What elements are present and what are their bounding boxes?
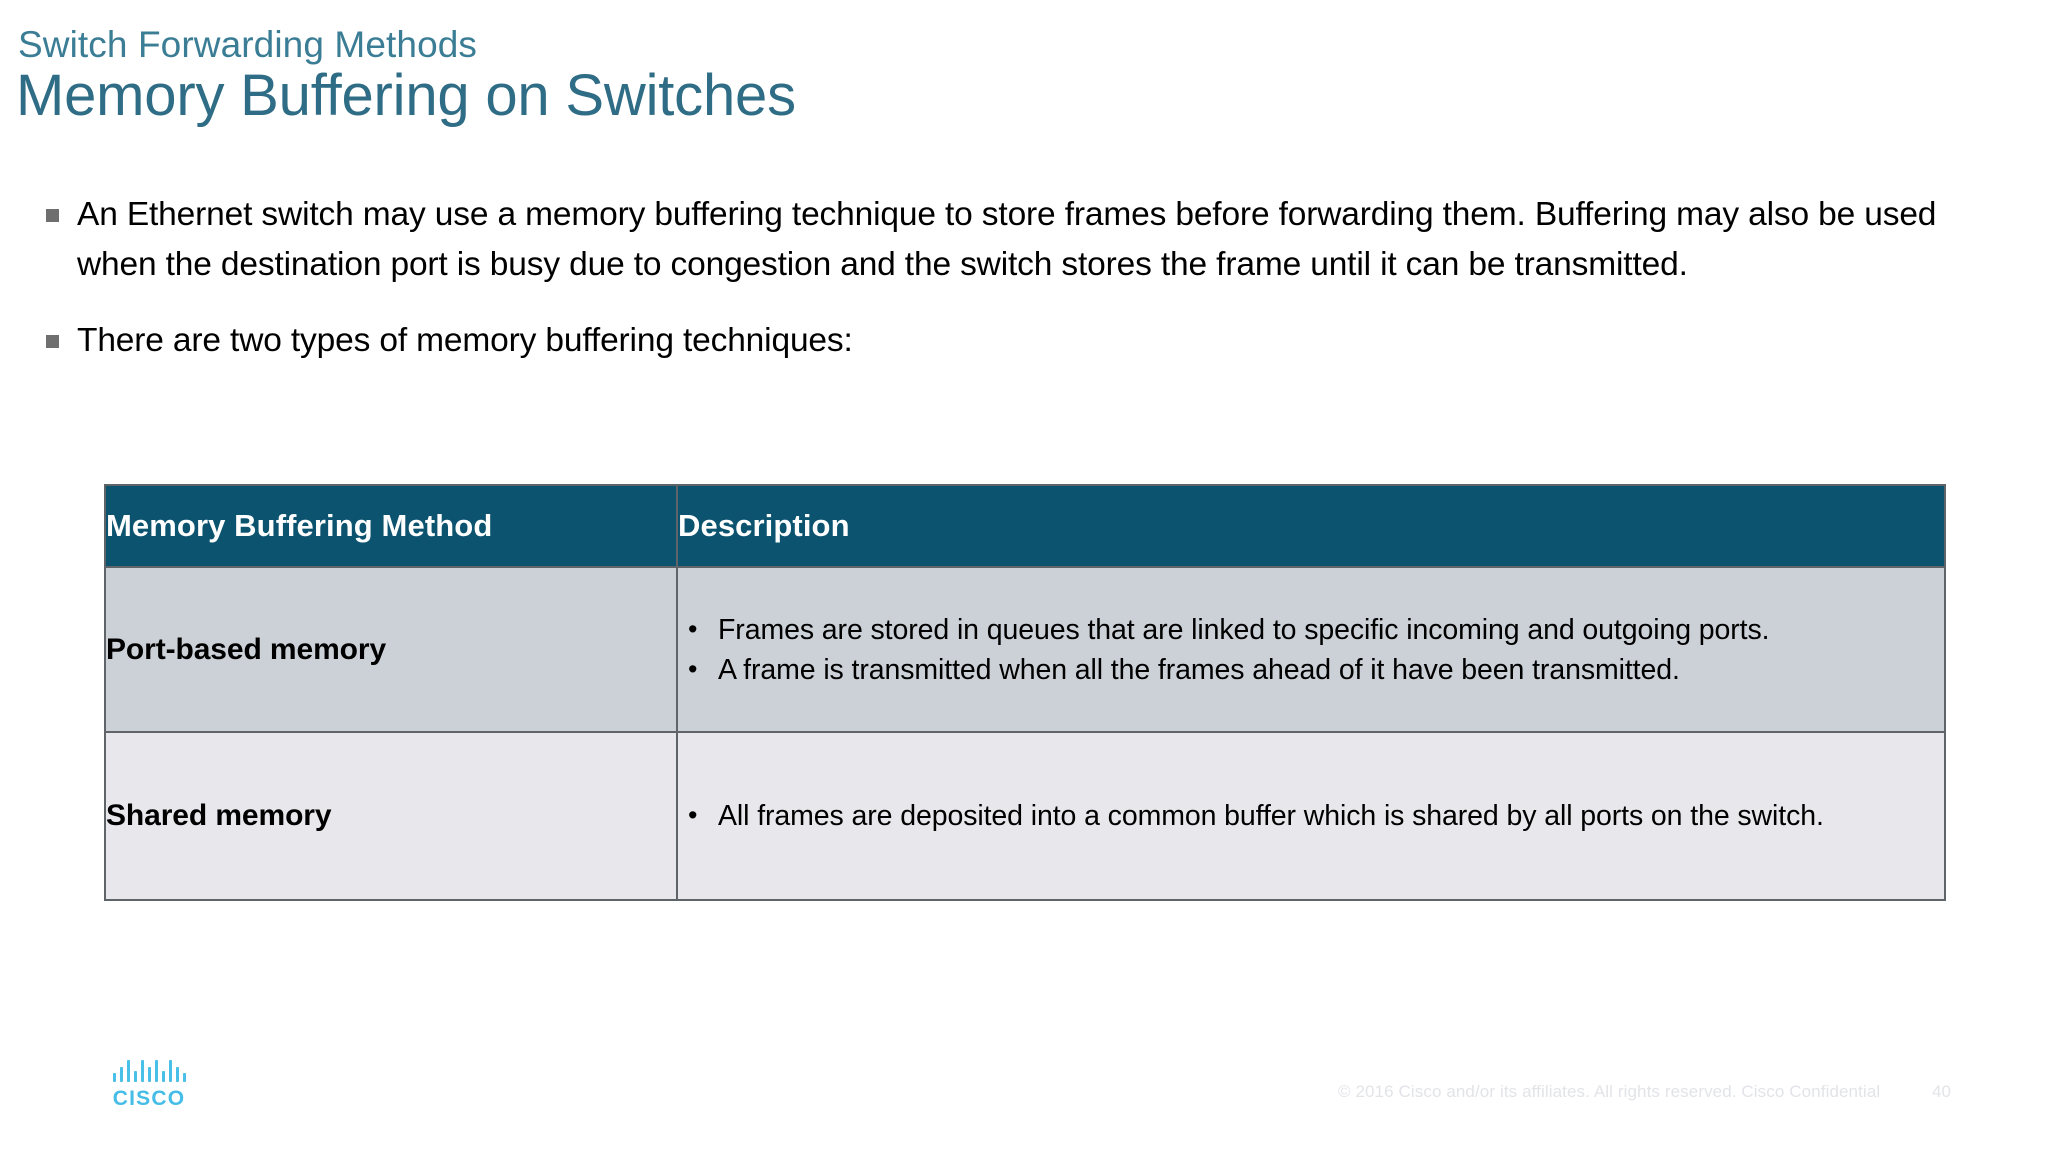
footer-copyright: © 2016 Cisco and/or its affiliates. All …: [1338, 1082, 1881, 1101]
cisco-logo-wordmark: CISCO: [112, 1087, 186, 1110]
square-bullet-icon: [46, 209, 59, 222]
bullet-text: An Ethernet switch may use a memory buff…: [77, 196, 1937, 283]
list-item: A frame is transmitted when all the fram…: [678, 649, 1944, 690]
list-item: All frames are deposited into a common b…: [678, 795, 1944, 836]
cell-description: Frames are stored in queues that are lin…: [676, 566, 1946, 733]
cell-description: All frames are deposited into a common b…: [676, 731, 1946, 901]
footer-page-number: 40: [1932, 1082, 1951, 1101]
table-header-row: Memory Buffering Method Description: [104, 484, 1946, 568]
list-item: An Ethernet switch may use a memory buff…: [46, 190, 2006, 290]
page-title: Memory Buffering on Switches: [16, 63, 796, 128]
cisco-logo-bars: [110, 1058, 188, 1082]
table-row: Port-based memory Frames are stored in q…: [104, 566, 1946, 733]
column-header-method: Memory Buffering Method: [104, 484, 678, 568]
cisco-logo-icon: CISCO: [110, 1058, 188, 1116]
cell-method-name: Port-based memory: [104, 566, 678, 733]
list-item: There are two types of memory buffering …: [46, 316, 2006, 366]
column-header-description: Description: [676, 484, 1946, 568]
cell-method-name: Shared memory: [104, 731, 678, 901]
bullet-text: There are two types of memory buffering …: [77, 322, 853, 359]
description-bullet-list: All frames are deposited into a common b…: [678, 795, 1944, 836]
list-item: Frames are stored in queues that are lin…: [678, 609, 1944, 650]
description-bullet-list: Frames are stored in queues that are lin…: [678, 609, 1944, 690]
body-bullet-list: An Ethernet switch may use a memory buff…: [46, 190, 2006, 392]
memory-buffering-table: Memory Buffering Method Description Port…: [104, 484, 1946, 901]
table-row: Shared memory All frames are deposited i…: [104, 731, 1946, 901]
slide-eyebrow-title: Switch Forwarding Methods: [18, 24, 478, 65]
square-bullet-icon: [46, 335, 59, 348]
